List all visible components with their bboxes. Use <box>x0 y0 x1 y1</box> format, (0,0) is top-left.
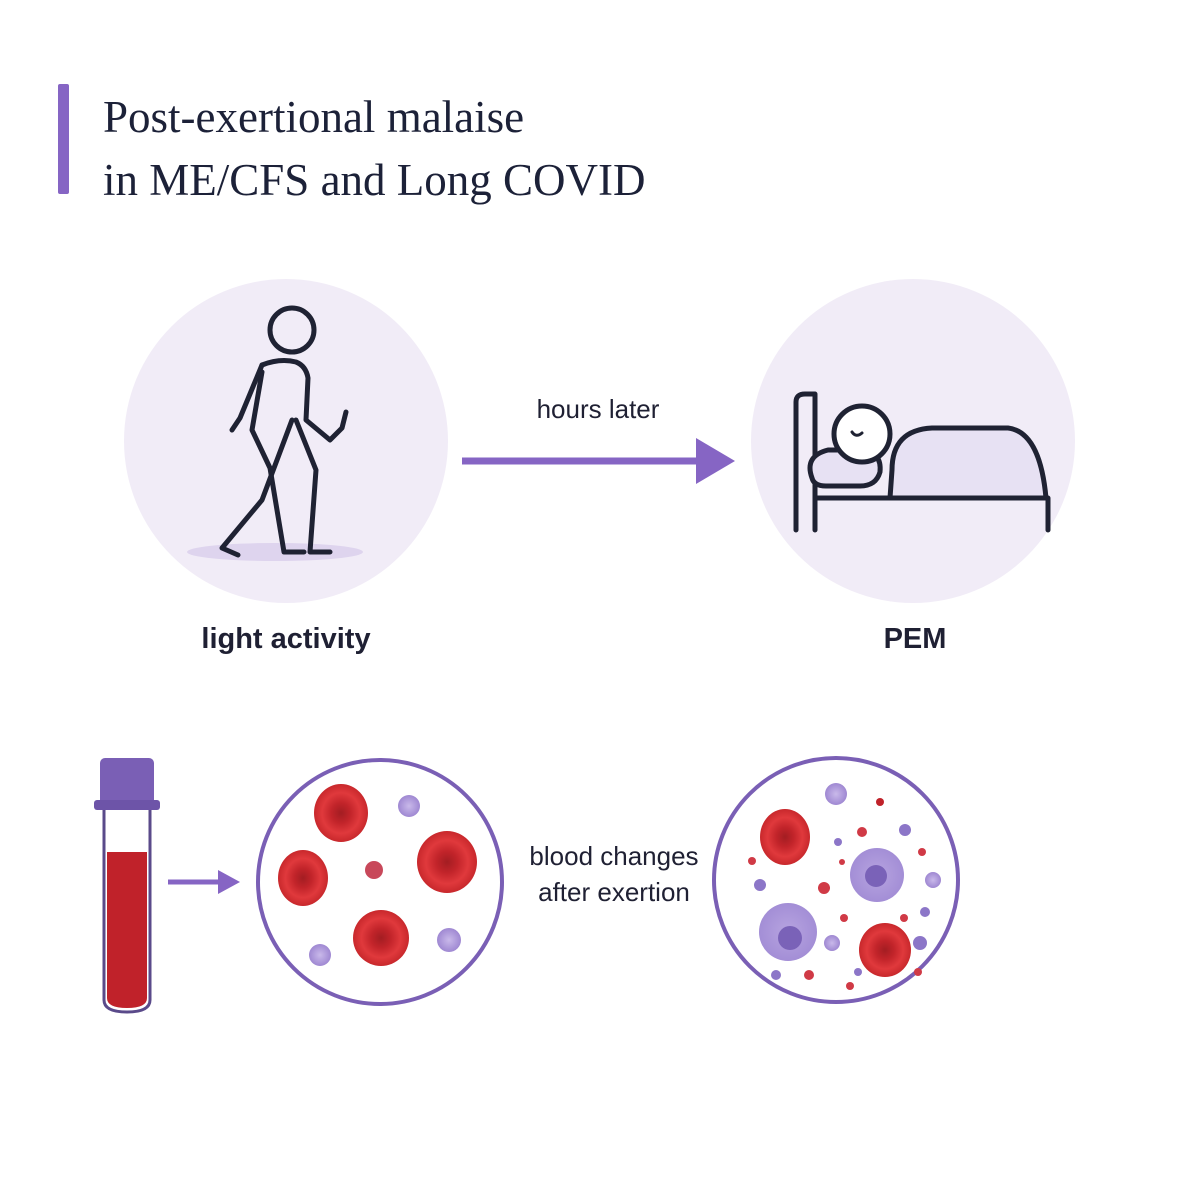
white-cell-group <box>309 795 461 966</box>
arrow-label: hours later <box>536 394 660 424</box>
blood-sample-circle-after <box>712 756 960 1004</box>
pem-label: PEM <box>883 623 947 655</box>
red-cell-group <box>278 784 477 966</box>
blood-changes-label: blood changes after exertion <box>504 838 724 910</box>
blood-sample-circle-before <box>256 758 504 1006</box>
activity-label: light activity <box>201 623 371 655</box>
walking-person-icon <box>219 305 349 558</box>
particles-group <box>748 783 941 990</box>
blood-changes-line-1: blood changes <box>529 841 699 871</box>
title-line-1: Post-exertional malaise <box>103 92 525 142</box>
blood-changes-line-2: after exertion <box>538 877 690 907</box>
flow-arrow <box>462 438 735 484</box>
blood-tube-icon <box>94 758 160 1014</box>
sample-arrow <box>168 870 240 894</box>
title-accent-bar <box>58 84 69 194</box>
title-line-2: in ME/CFS and Long COVID <box>103 155 646 205</box>
sleeping-in-bed-icon <box>793 391 1051 533</box>
page-title: Post-exertional malaise in ME/CFS and Lo… <box>103 86 1003 212</box>
